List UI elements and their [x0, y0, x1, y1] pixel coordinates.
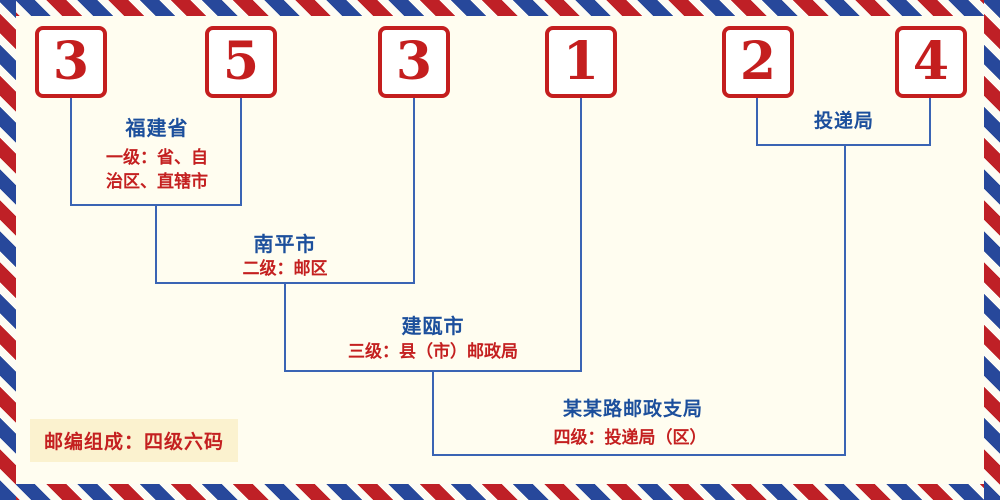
level1-name: 福建省: [125, 118, 189, 140]
airmail-border-right: [984, 0, 1000, 500]
connector-line: [432, 372, 434, 456]
connector-line: [284, 284, 286, 372]
connector-line: [432, 454, 846, 456]
connector-line: [155, 206, 157, 284]
level1-desc: 一级：省、自 治区、直辖市: [67, 146, 247, 194]
airmail-border-top: [0, 0, 1000, 16]
connector-line: [70, 204, 242, 206]
level1-desc-line1: 一级：省、自: [106, 148, 208, 167]
level4-name: 某某路邮政支局: [562, 399, 703, 420]
connector-line: [155, 282, 415, 284]
postal-code-composition-badge: 邮编组成：四级六码: [30, 419, 239, 462]
digit-2: 5: [222, 31, 260, 92]
level2-name: 南平市: [253, 234, 317, 256]
delivery-office-name: 投递局: [813, 111, 874, 132]
connector-line: [413, 98, 415, 284]
level3-name: 建瓯市: [401, 316, 465, 338]
level3-desc: 三级：县（市）邮政局: [348, 342, 518, 361]
digit-box-6: 4: [895, 26, 967, 98]
airmail-border-bottom: [0, 484, 1000, 500]
digit-box-3: 3: [378, 26, 450, 98]
level2-desc: 二级：邮区: [242, 259, 328, 278]
digit-5: 2: [739, 31, 777, 92]
digit-box-4: 1: [545, 26, 617, 98]
connector-line: [240, 98, 242, 206]
level4-desc: 四级：投递局（区）: [553, 428, 707, 447]
digit-6: 4: [912, 31, 950, 92]
digit-box-2: 5: [205, 26, 277, 98]
digit-4: 1: [562, 31, 600, 92]
digit-box-5: 2: [722, 26, 794, 98]
connector-line: [756, 144, 931, 146]
digit-3: 3: [395, 31, 433, 92]
level1-desc-line2: 治区、直辖市: [106, 172, 208, 191]
connector-line: [929, 98, 931, 146]
digit-box-1: 3: [35, 26, 107, 98]
digit-1: 3: [52, 31, 90, 92]
connector-line: [756, 98, 758, 146]
airmail-border-left: [0, 0, 16, 500]
connector-line: [844, 144, 846, 456]
connector-line: [580, 98, 582, 372]
connector-line: [70, 98, 72, 206]
connector-line: [284, 370, 582, 372]
